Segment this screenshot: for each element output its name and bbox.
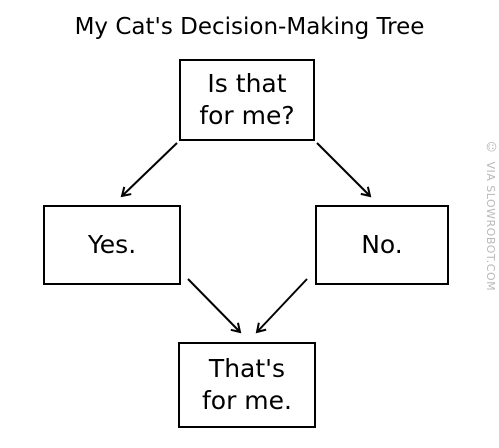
node-result-line-2: for me.	[201, 386, 292, 415]
arrow-question-to-yes	[120, 142, 178, 198]
watermark: ☺ VIA SLOWROBOT.COM	[477, 140, 498, 291]
watermark-text: VIA SLOWROBOT.COM	[484, 161, 497, 292]
node-result-line-1: That's	[208, 354, 286, 383]
node-result: That's for me.	[178, 342, 316, 428]
node-yes-label: Yes.	[87, 230, 137, 259]
arrow-question-to-no	[316, 142, 372, 198]
arrow-no-to-result	[255, 278, 308, 334]
node-no: No.	[315, 205, 449, 285]
node-yes: Yes.	[43, 205, 181, 285]
diagram-title: My Cat's Decision-Making Tree	[74, 14, 425, 40]
node-no-label: No.	[361, 230, 403, 259]
node-question-line-1: Is that	[207, 69, 287, 98]
node-question-line-2: for me?	[199, 101, 295, 130]
node-question: Is that for me?	[179, 59, 315, 141]
arrow-yes-to-result	[187, 278, 242, 334]
robot-logo-icon: ☺	[483, 140, 498, 154]
